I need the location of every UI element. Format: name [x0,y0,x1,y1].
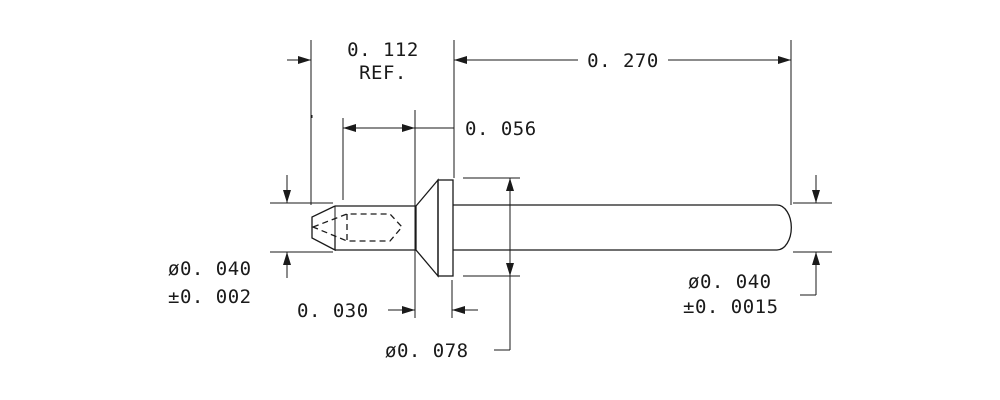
part-outline [311,178,792,278]
dim-shank-056: 0. 056 [343,118,537,140]
dim-tip-diameter: ø0. 040 ±0. 002 [168,175,291,308]
dim-overall-value: 0. 270 [587,50,659,72]
hidden-bore [311,213,403,242]
dim-flange-thk-030: 0. 030 [297,300,478,322]
dim-flange-dia-value: ø0. 078 [385,340,469,362]
dim-overall-270: 0. 270 [454,50,791,72]
dim-pin-diameter: ø0. 040 ±0. 0015 [683,175,820,318]
flange-cone [415,178,439,278]
dim-tip-dia-tol: ±0. 002 [168,286,252,308]
dim-flange-diameter: ø0. 078 [385,178,514,362]
dim-pin-dia-tol: ±0. 0015 [683,296,779,318]
flange-head [437,179,454,277]
dim-ref-value: 0. 112 [347,39,419,61]
dim-flange-thk-value: 0. 030 [297,300,369,322]
dim-tip-dia-value: ø0. 040 [168,258,252,280]
dim-pin-dia-value: ø0. 040 [688,271,772,293]
dim-shank-value: 0. 056 [465,118,537,140]
pin-body [453,204,792,251]
dim-ref-112: 0. 112 REF. [287,39,419,118]
dim-ref-suffix: REF. [359,62,407,84]
